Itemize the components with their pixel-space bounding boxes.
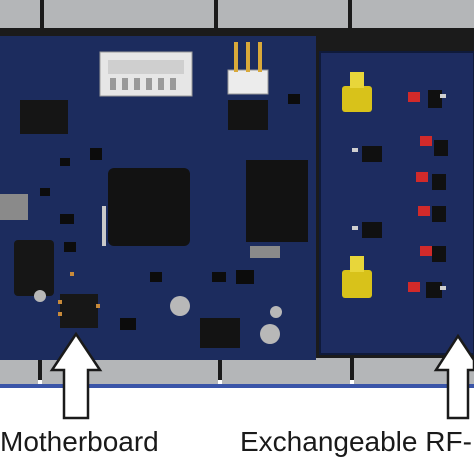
rf-board [319,51,474,355]
top-rail [0,0,474,28]
motherboard-arrow [49,331,103,420]
motherboard-pcb [0,36,316,360]
rf-board-arrow [433,333,474,420]
rf-connector-bottom [342,256,372,298]
rf-connector-top [342,72,372,112]
motherboard-label: Motherboard [0,426,159,457]
rf-board-label: Exchangeable RF- [240,426,472,457]
